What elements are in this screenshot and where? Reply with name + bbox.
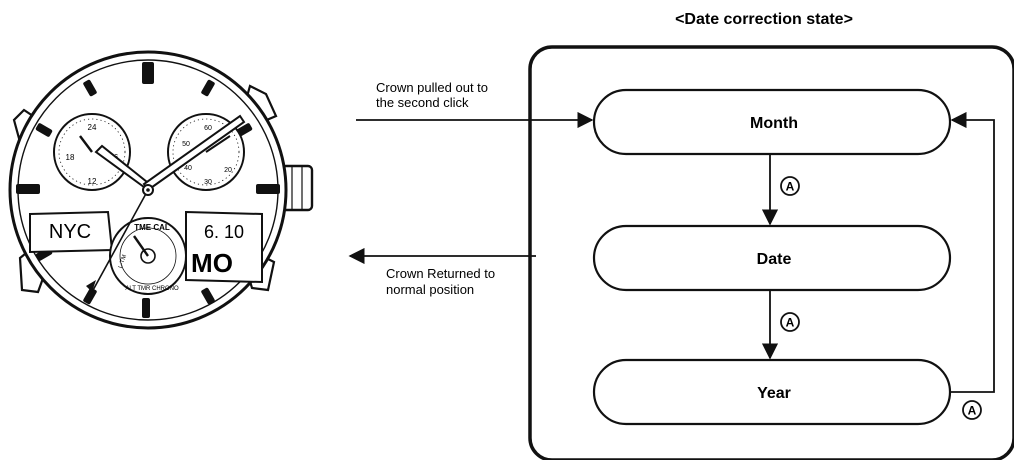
button-a-label-1: A [786,180,795,194]
subdial-right-label-30: 30 [204,179,212,186]
lcd-city-window: NYC [29,210,114,254]
entry-note-line-1: Crown pulled out to [376,80,488,95]
subdial-right-label-20: 20 [224,167,232,174]
state-year: Year [592,358,952,426]
state-month-label: Month [750,115,798,132]
button-a-label-2: A [786,316,795,330]
diagram-title: <Date correction state> [675,11,853,28]
entry-note-line-2: the second click [376,95,469,110]
state-date: Date [592,224,952,292]
entry-note: Crown pulled out to the second click [376,80,488,110]
subdial-right-label-40: 40 [184,165,192,172]
subdial-right-label-50: 50 [182,141,190,148]
date-correction-state-frame [528,45,1014,460]
mode-ring-top-label: TME CAL [134,223,170,232]
button-a-icon: A [962,400,982,420]
subdial-left-label-top: 24 [88,123,97,132]
subdial-24h: 24 18 12 6 [53,113,131,191]
exit-note-line-2: normal position [386,282,474,297]
watch-hands [86,114,246,293]
exit-note: Crown Returned to normal position [386,266,495,297]
state-year-label: Year [757,385,791,402]
button-a-icon: A [780,312,800,332]
state-month: Month [592,88,952,156]
state-month-box [592,88,952,156]
button-a-icon: A [780,176,800,196]
state-date-box [592,224,952,292]
state-date-label: Date [757,251,792,268]
subdial-left-label-bottom: 12 [88,177,97,186]
button-a-label-3: A [968,404,977,418]
lcd-city-code: NYC [49,221,91,243]
exit-note-line-1: Crown Returned to [386,266,495,281]
mode-ring-bottom-label: ALT TMR CHRONO [125,286,179,292]
lcd-weekday-value: MO [191,248,233,278]
mode-ring-left-label: L-TM [118,254,128,269]
subdial-mode: TME CAL L-TM ALT TMR CHRONO [109,217,187,295]
subdial-right-label-60: 60 [204,125,212,132]
subdial-left-label-left: 18 [66,153,75,162]
lcd-date-window: 6. 10 MO [185,210,263,284]
lcd-date-value: 6. 10 [204,222,244,242]
transition-year-to-month [950,111,995,393]
watch-illustration: 24 18 12 6 60 50 40 30 20 NYC 6. 10 MO [8,50,314,330]
